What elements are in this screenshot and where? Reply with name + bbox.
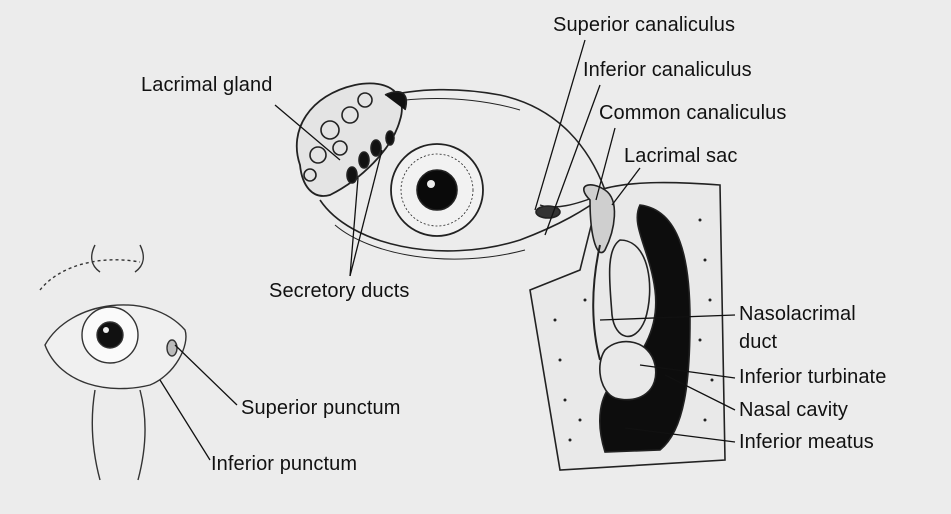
label-common-canaliculus: Common canaliculus (599, 102, 787, 124)
label-superior-canaliculus: Superior canaliculus (553, 14, 736, 36)
label-inferior-canaliculus: Inferior canaliculus (583, 59, 752, 81)
label-inferior-meatus: Inferior meatus (739, 431, 874, 453)
label-secretory-ducts: Secretory ducts (269, 280, 410, 302)
label-inferior-turbinate: Inferior turbinate (739, 366, 887, 388)
leader-lines (159, 39, 736, 461)
label-nasolacrimal-duct-line2: duct (739, 331, 778, 353)
label-superior-punctum: Superior punctum (241, 397, 401, 419)
label-nasal-cavity: Nasal cavity (739, 399, 849, 421)
label-inferior-punctum: Inferior punctum (211, 453, 358, 475)
small-eye-drawing (39, 244, 187, 481)
label-lacrimal-sac: Lacrimal sac (624, 145, 738, 167)
nasal-section-drawing (529, 181, 726, 471)
label-nasolacrimal-duct-line1: Nasolacrimal (739, 303, 856, 325)
label-lacrimal-gland: Lacrimal gland (141, 74, 273, 96)
main-eye-drawing (295, 82, 606, 260)
